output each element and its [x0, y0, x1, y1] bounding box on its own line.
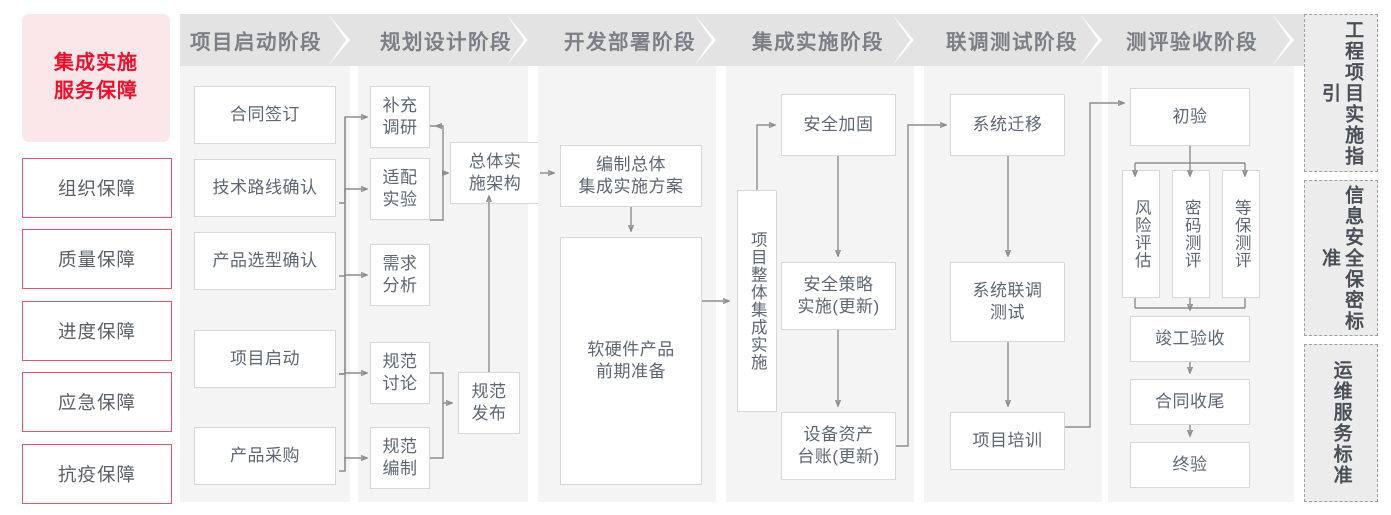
node-line1: 软硬件产品 — [587, 339, 675, 359]
guarantee-item-organization[interactable]: 组织保障 — [22, 158, 172, 218]
node-standard-drafting[interactable]: 规范 编制 — [370, 427, 430, 489]
node-product-procurement[interactable]: 产品采购 — [194, 427, 336, 485]
standard-operation-maintenance-service[interactable]: 运维服务标准 — [1304, 344, 1378, 502]
phase-header-development-deployment: 开发部署阶段 — [564, 31, 696, 54]
node-line2: 分析 — [382, 276, 418, 295]
node-security-hardening[interactable]: 安全加固 — [781, 94, 896, 156]
node-overall-project-integration[interactable]: 项目整体集成实施 — [737, 190, 777, 412]
node-line1: 编制总体 — [596, 154, 666, 174]
node-line2: 编制 — [382, 459, 418, 478]
node-line1: 设备资产 — [803, 424, 874, 444]
phase-header-planning-design: 规划设计阶段 — [380, 31, 512, 54]
standard-engineering-project-guideline[interactable]: 工程项目实施指引 — [1304, 14, 1378, 172]
node-line2: 前期准备 — [596, 362, 666, 381]
phase-header-integration-implementation: 集成实施阶段 — [752, 31, 884, 54]
node-line2: 测试 — [990, 303, 1025, 322]
node-requirement-analysis[interactable]: 需求 分析 — [370, 244, 430, 306]
node-line2: 发布 — [471, 404, 507, 423]
node-tech-route-confirm[interactable]: 技术路线确认 — [194, 159, 336, 217]
node-line2: 施架构 — [468, 174, 522, 193]
panel-title: 集成实施 服务保障 — [22, 14, 170, 142]
node-preliminary-acceptance[interactable]: 初验 — [1130, 88, 1250, 146]
node-project-kickoff[interactable]: 项目启动 — [194, 330, 336, 388]
node-contract-closure[interactable]: 合同收尾 — [1130, 379, 1250, 425]
node-line2: 讨论 — [382, 374, 418, 393]
service-guarantee-panel: 集成实施 服务保障 组织保障 质量保障 进度保障 应急保障 抗疫保障 — [22, 14, 172, 504]
guarantee-item-epidemic[interactable]: 抗疫保障 — [22, 444, 172, 504]
panel-title-line2: 服务保障 — [54, 80, 138, 102]
node-system-joint-test[interactable]: 系统联调 测试 — [950, 262, 1065, 342]
node-mlps-evaluation[interactable]: 等保测评 — [1222, 170, 1260, 298]
node-line1: 安全策略 — [803, 274, 874, 294]
node-contract-signing[interactable]: 合同签订 — [194, 86, 336, 144]
node-overall-implementation-architecture[interactable]: 总体实 施架构 — [450, 142, 540, 204]
node-line2: 调研 — [382, 118, 418, 137]
node-line1: 规范 — [382, 436, 418, 456]
node-project-training[interactable]: 项目培训 — [950, 412, 1065, 470]
node-equipment-asset-ledger[interactable]: 设备资产 台账(更新) — [781, 412, 896, 480]
node-supplementary-research[interactable]: 补充 调研 — [370, 86, 430, 148]
guarantee-item-emergency[interactable]: 应急保障 — [22, 372, 172, 432]
node-system-migration[interactable]: 系统迁移 — [950, 94, 1065, 156]
node-adaptation-experiment[interactable]: 适配 实验 — [370, 158, 430, 220]
node-line1: 规范 — [471, 381, 507, 401]
node-line2: 实验 — [382, 190, 418, 209]
panel-title-line1: 集成实施 — [54, 52, 138, 75]
phase-header-joint-testing: 联调测试阶段 — [946, 31, 1078, 54]
node-line2: 集成实施方案 — [578, 177, 684, 196]
node-standard-discussion[interactable]: 规范 讨论 — [370, 342, 430, 404]
node-line1: 总体实 — [468, 151, 522, 171]
node-line1: 规范 — [382, 351, 418, 371]
node-line2: 实施(更新) — [797, 297, 880, 316]
guarantee-item-schedule[interactable]: 进度保障 — [22, 301, 172, 361]
node-overall-integration-plan[interactable]: 编制总体 集成实施方案 — [560, 145, 702, 207]
standard-information-security-confidentiality[interactable]: 信息安全保密标准 — [1304, 180, 1378, 336]
node-completion-acceptance[interactable]: 竣工验收 — [1130, 316, 1250, 362]
node-hardware-software-preparation[interactable]: 软硬件产品 前期准备 — [560, 237, 702, 485]
phase-header-evaluation-acceptance: 测评验收阶段 — [1126, 31, 1258, 54]
node-line2: 台账(更新) — [797, 447, 880, 466]
guarantee-item-quality[interactable]: 质量保障 — [22, 229, 172, 289]
node-standard-release[interactable]: 规范 发布 — [458, 372, 520, 434]
node-security-policy-implementation[interactable]: 安全策略 实施(更新) — [781, 262, 896, 330]
node-final-acceptance[interactable]: 终验 — [1130, 442, 1250, 488]
node-line1: 适配 — [382, 167, 418, 187]
node-line1: 需求 — [382, 253, 418, 273]
phase-header-project-initiation: 项目启动阶段 — [190, 31, 322, 54]
node-line1: 补充 — [382, 95, 418, 115]
node-line1: 系统联调 — [972, 280, 1043, 300]
node-product-selection[interactable]: 产品选型确认 — [194, 232, 336, 290]
node-cryptography-evaluation[interactable]: 密码测评 — [1172, 170, 1210, 298]
node-risk-assessment[interactable]: 风险评估 — [1122, 170, 1160, 298]
